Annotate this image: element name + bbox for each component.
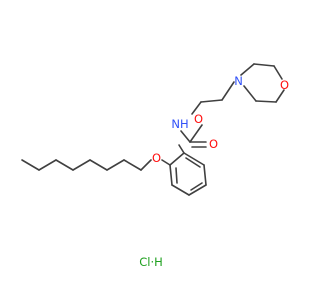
bond [38,159,57,171]
morpholine-nitrogen-label: N [234,74,243,88]
bond [275,89,285,103]
bond [171,184,190,196]
bond [185,157,201,168]
bond-layer [21,63,285,196]
morpholine-oxygen-label: O [280,78,289,92]
bond [89,159,108,171]
structure-diagram: N O O O NH O Cl·H [21,63,289,269]
atom-label-layer: N O O O NH O Cl·H [139,74,289,269]
bond [21,159,40,171]
bond [175,167,178,184]
bond [273,65,283,80]
bond [243,85,257,102]
bond [255,100,277,103]
hydrochloride-salt-label: Cl·H [139,255,163,269]
bond [191,101,202,115]
bond [178,144,185,154]
bond [140,159,152,171]
bond [203,164,207,186]
bond [123,159,142,171]
ester-oxygen-label: O [194,112,203,126]
amide-nitrogen-label: NH [171,117,188,131]
bond [169,164,173,186]
bond [189,124,203,143]
bond [161,159,171,166]
bond [221,81,235,101]
carbonyl-oxygen-label: O [209,137,218,151]
bond [190,182,203,191]
bond [183,152,205,166]
bond [180,130,191,143]
ether-oxygen-label: O [152,151,161,165]
bond [55,159,74,171]
bond [106,159,125,171]
bond [200,99,223,103]
bond [253,63,275,67]
bond [169,152,185,166]
bond [72,159,91,171]
bond [240,63,255,76]
bond [188,184,207,196]
